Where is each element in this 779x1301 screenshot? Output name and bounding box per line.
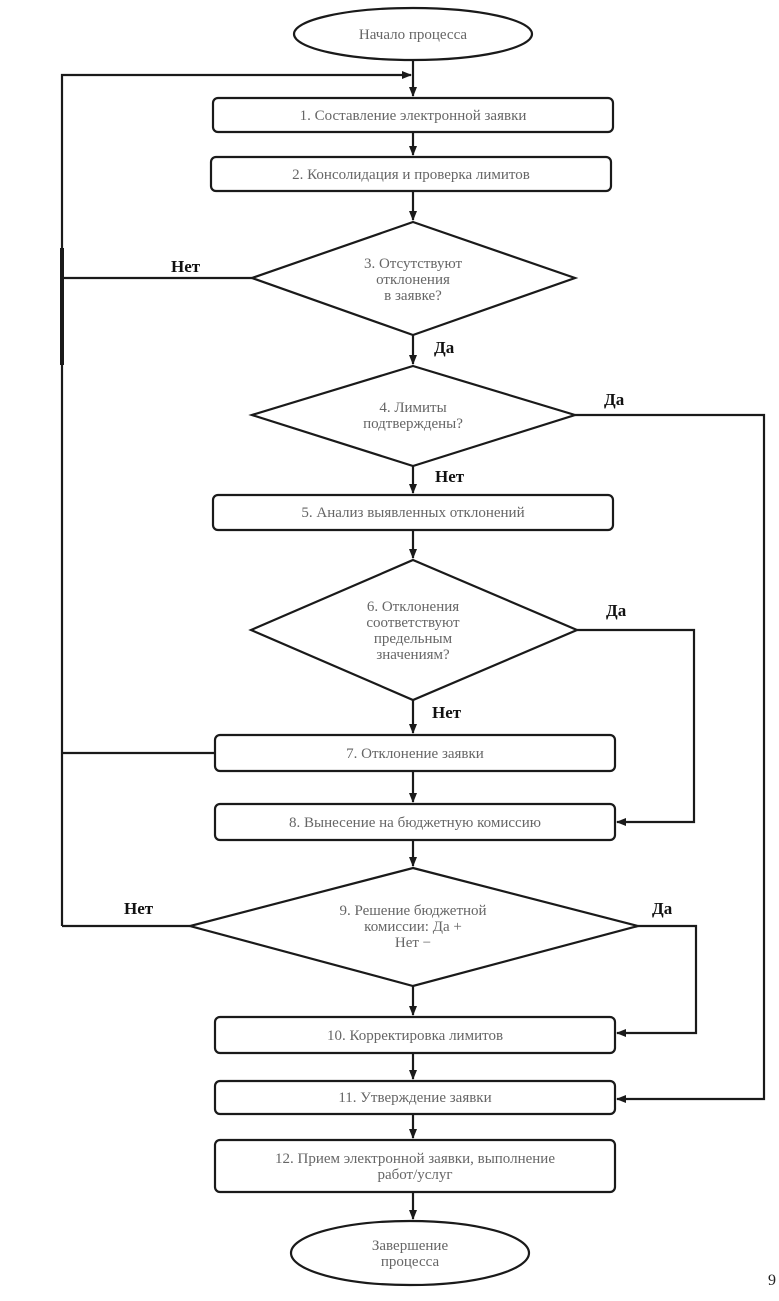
node-1: 1. Составление электронной заявки	[211, 96, 615, 134]
node-12-text: 12. Прием электронной заявки, выполнение…	[275, 1151, 555, 1183]
node-7-text: 7. Отклонение заявки	[346, 746, 484, 762]
node-text-line: предельным	[374, 631, 453, 647]
node-start-text: Начало процесса	[359, 27, 468, 43]
node-11-text: 11. Утверждение заявки	[338, 1090, 491, 1106]
node-text-line: подтверждены?	[363, 416, 463, 432]
node-text-line: 9. Решение бюджетной	[339, 903, 486, 919]
loop-left-rail	[60, 71, 412, 926]
node-10-text: 10. Корректировка лимитов	[327, 1028, 503, 1044]
node-text-line: процесса	[381, 1254, 440, 1270]
node-text-line: 12. Прием электронной заявки, выполнение	[275, 1151, 555, 1167]
node-text-line: комиссии: Да +	[364, 919, 462, 935]
node-text-line: Начало процесса	[359, 27, 468, 43]
node-12: 12. Прием электронной заявки, выполнение…	[213, 1138, 617, 1194]
node-text-line: 4. Лимиты	[379, 400, 446, 416]
node-text-line: Нет −	[395, 935, 431, 951]
node-text-line: 1. Составление электронной заявки	[300, 108, 527, 124]
label-9-no: Нет	[124, 899, 154, 918]
node-text-line: 3. Отсутствуют	[364, 256, 463, 272]
node-text-line: отклонения	[376, 272, 450, 288]
label-3-no: Нет	[171, 257, 201, 276]
label-6-no: Нет	[432, 703, 462, 722]
node-text-line: Завершение	[372, 1238, 449, 1254]
node-2: 2. Консолидация и проверка лимитов	[209, 155, 613, 193]
node-5-text: 5. Анализ выявленных отклонений	[301, 505, 524, 521]
node-text-line: значениям?	[376, 647, 450, 663]
node-10: 10. Корректировка лимитов	[213, 1015, 617, 1055]
node-text-line: соответствуют	[366, 615, 460, 631]
node-7: 7. Отклонение заявки	[213, 733, 617, 773]
node-text-line: 8. Вынесение на бюджетную комиссию	[289, 815, 541, 831]
node-8: 8. Вынесение на бюджетную комиссию	[213, 802, 617, 842]
node-1-text: 1. Составление электронной заявки	[300, 108, 527, 124]
label-9-yes: Да	[652, 899, 673, 918]
node-11: 11. Утверждение заявки	[213, 1079, 617, 1116]
node-5: 5. Анализ выявленных отклонений	[211, 493, 615, 532]
node-text-line: 5. Анализ выявленных отклонений	[301, 505, 524, 521]
node-8-text: 8. Вынесение на бюджетную комиссию	[289, 815, 541, 831]
corner-mark: 9	[768, 1272, 776, 1289]
node-text-line: 10. Корректировка лимитов	[327, 1028, 503, 1044]
node-start: Начало процесса	[292, 6, 534, 62]
label-6-yes: Да	[606, 601, 627, 620]
label-3-yes: Да	[434, 338, 455, 357]
label-4-no: Нет	[435, 467, 465, 486]
node-text-line: 6. Отклонения	[367, 599, 459, 615]
node-text-line: 2. Консолидация и проверка лимитов	[292, 167, 530, 183]
node-text-line: работ/услуг	[377, 1167, 452, 1183]
arrow-6-yes-to-8	[577, 628, 696, 826]
node-2-text: 2. Консолидация и проверка лимитов	[292, 167, 530, 183]
label-4-yes: Да	[604, 390, 625, 409]
arrow-4-yes-to-11	[575, 413, 766, 1103]
node-text-line: 7. Отклонение заявки	[346, 746, 484, 762]
arrow-9-yes-to-10	[616, 924, 698, 1037]
node-text-line: в заявке?	[384, 288, 442, 304]
node-text-line: 11. Утверждение заявки	[338, 1090, 491, 1106]
